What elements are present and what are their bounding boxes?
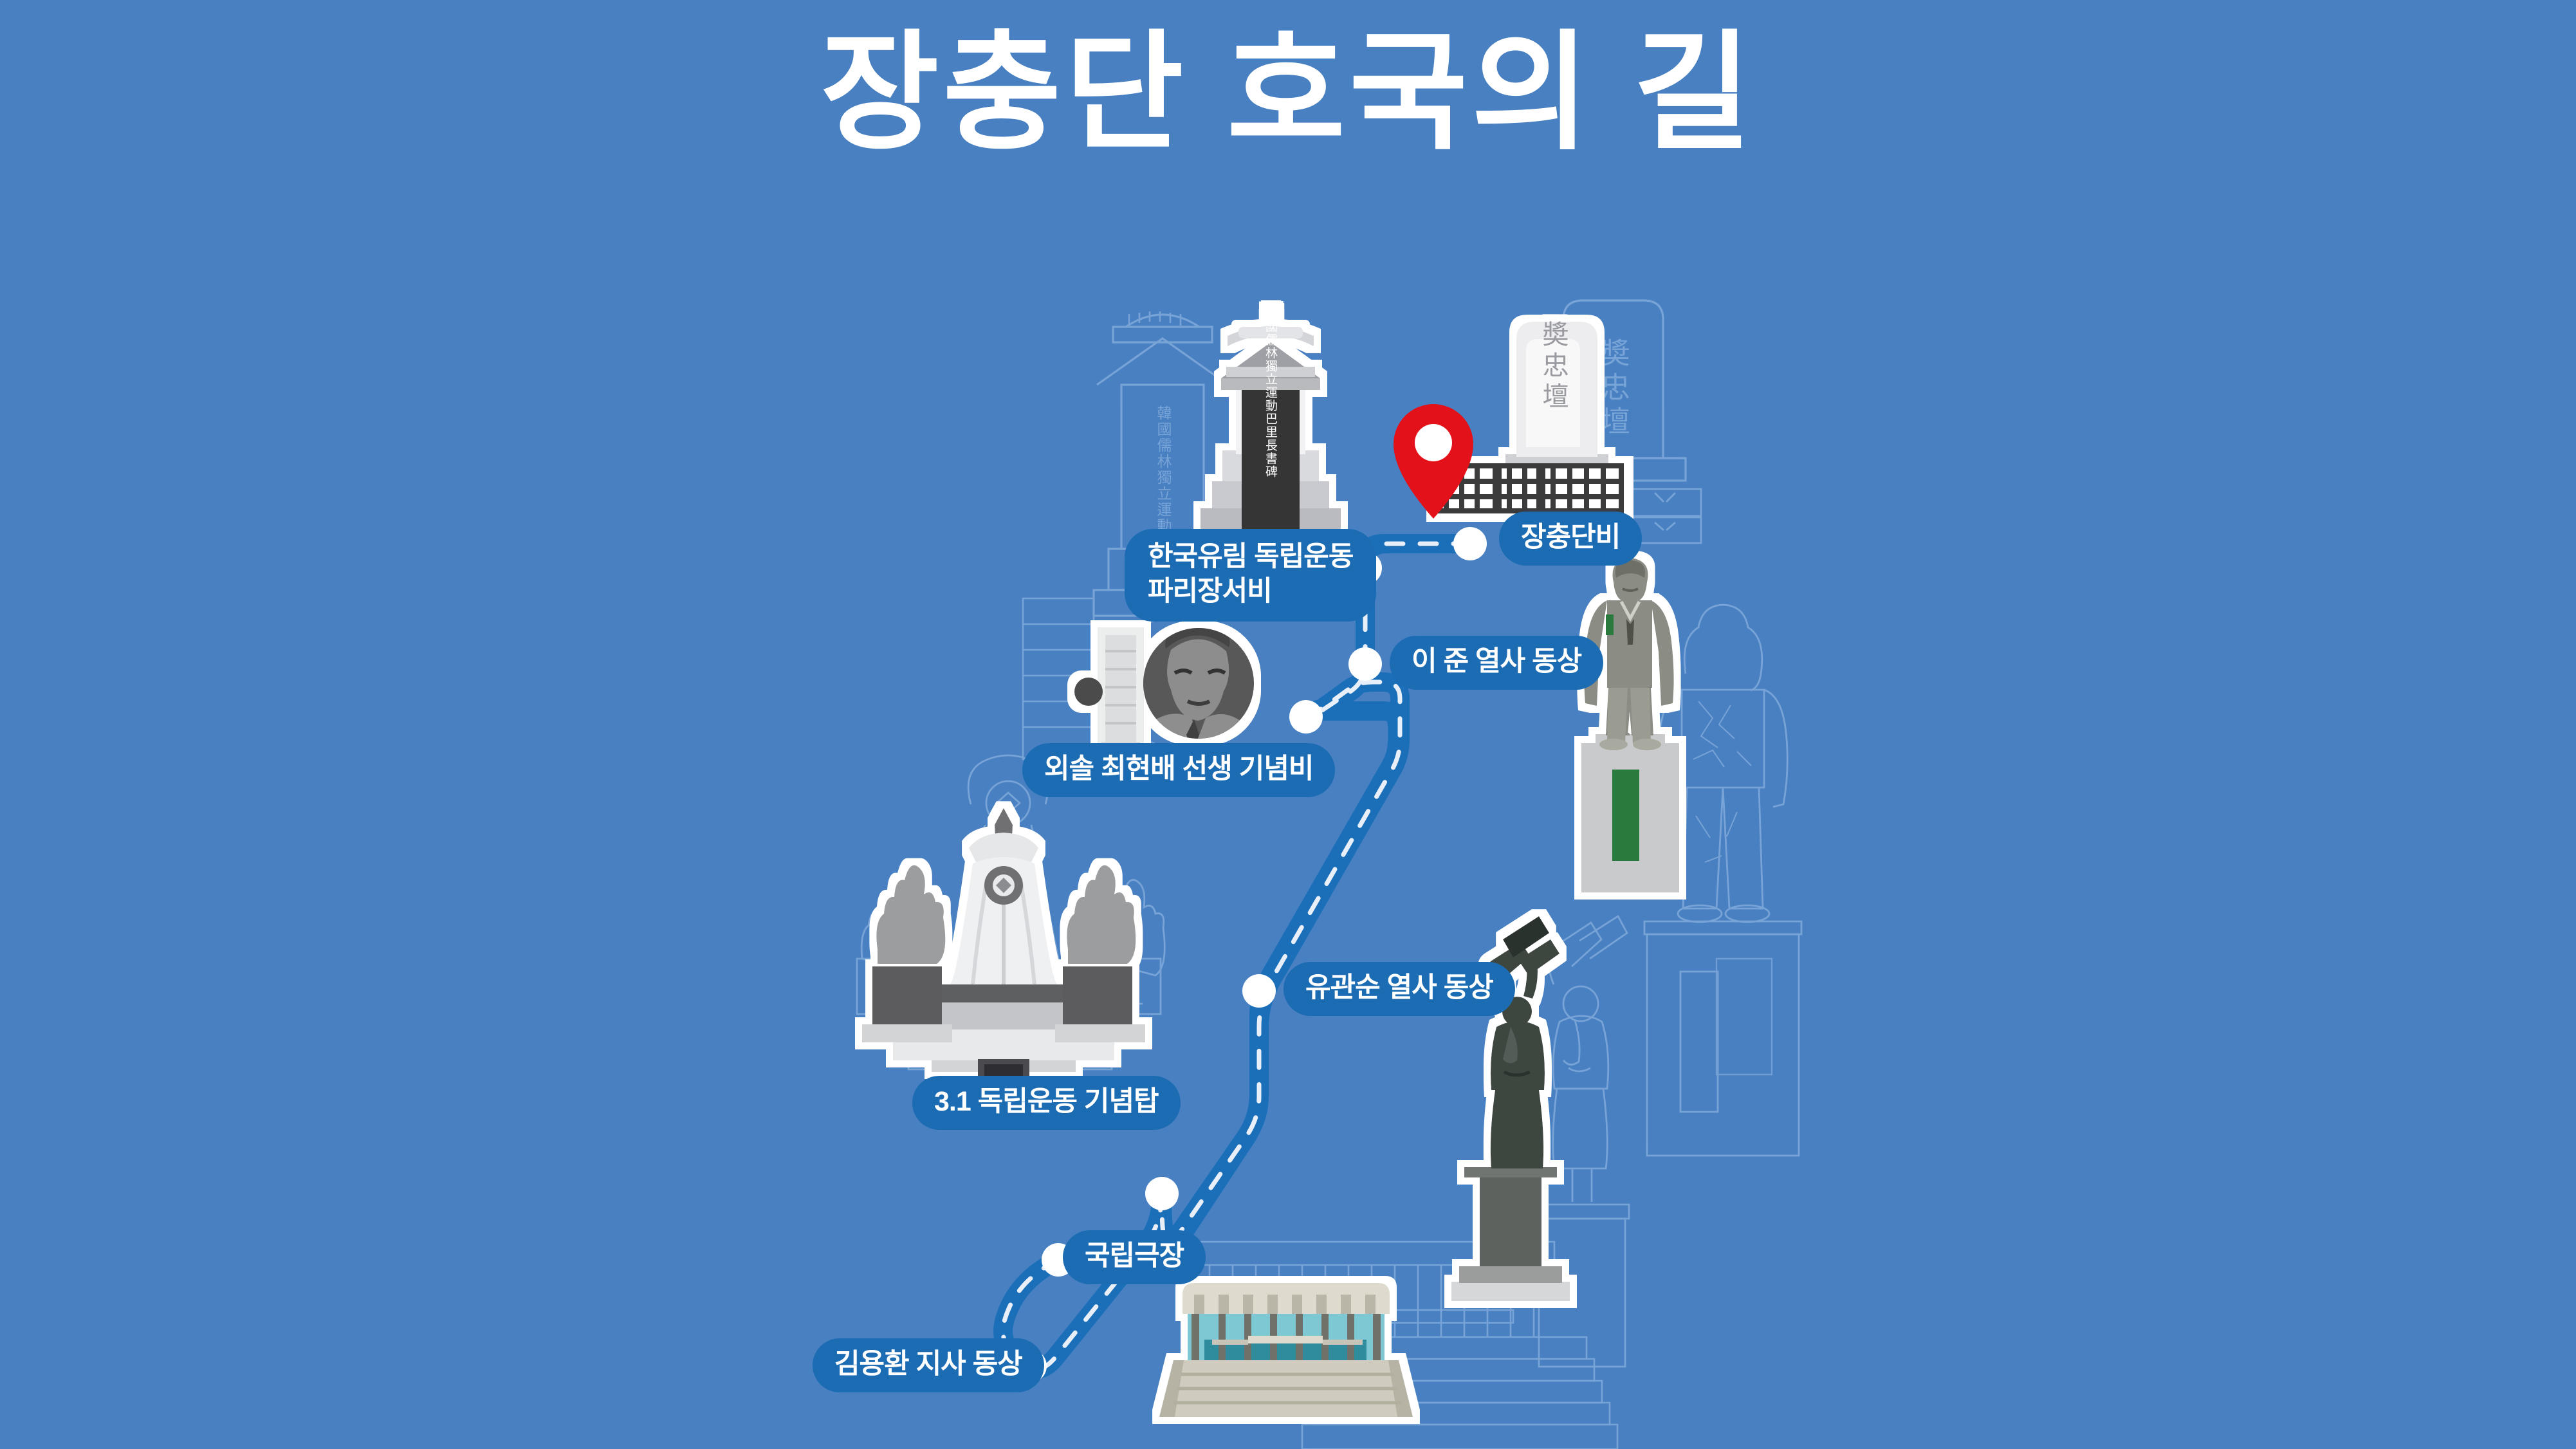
- jangchungdanbi-monument: 奬忠壇: [1433, 320, 1626, 515]
- current-location-pin[interactable]: [1394, 404, 1513, 519]
- stop-label-yijun[interactable]: 이 준 열사 동상: [1390, 636, 1604, 690]
- stop-node-choehyeonbae[interactable]: [1289, 700, 1323, 734]
- stop-node-junction-south[interactable]: [1145, 1177, 1179, 1210]
- svg-text:韓國儒林獨立運動巴里長書碑: 韓國儒林獨立運動巴里長書碑: [1264, 306, 1278, 478]
- stop-label-national-theater[interactable]: 국립극장: [1063, 1230, 1206, 1285]
- yurim-pari-monument: 韓國儒林獨立運動巴里長書碑: [1201, 306, 1341, 544]
- stop-node-yugwansun[interactable]: [1242, 974, 1276, 1008]
- stop-label-kimyonghwan[interactable]: 김용환 지사 동상: [813, 1338, 1044, 1393]
- stop-label-yurim-pari[interactable]: 한국유림 독립운동 파리장서비: [1125, 529, 1377, 622]
- theater-building: [1159, 1283, 1413, 1417]
- stop-label-samil-monument[interactable]: 3.1 독립운동 기념탑: [912, 1076, 1181, 1131]
- stop-label-jangchungdanbi[interactable]: 장충단비: [1499, 512, 1642, 566]
- yijun-statue: [1581, 558, 1679, 892]
- svg-text:奬忠壇: 奬忠壇: [1538, 320, 1569, 413]
- samil-monument: [862, 808, 1145, 1087]
- svg-text:奬忠壇: 奬忠壇: [1596, 338, 1630, 440]
- stop-label-yugwansun[interactable]: 유관순 열사 동상: [1283, 962, 1515, 1017]
- page-title: 장충단 호국의 길: [820, 21, 1756, 165]
- stop-node-jangchungdanbi[interactable]: [1453, 527, 1487, 560]
- yugwansun-statue: [1451, 916, 1570, 1301]
- stop-node-yijun[interactable]: [1348, 647, 1382, 681]
- choehyeonbae-memorial: [1074, 627, 1254, 773]
- stop-label-choehyeonbae[interactable]: 외솔 최현배 선생 기념비: [1022, 743, 1336, 798]
